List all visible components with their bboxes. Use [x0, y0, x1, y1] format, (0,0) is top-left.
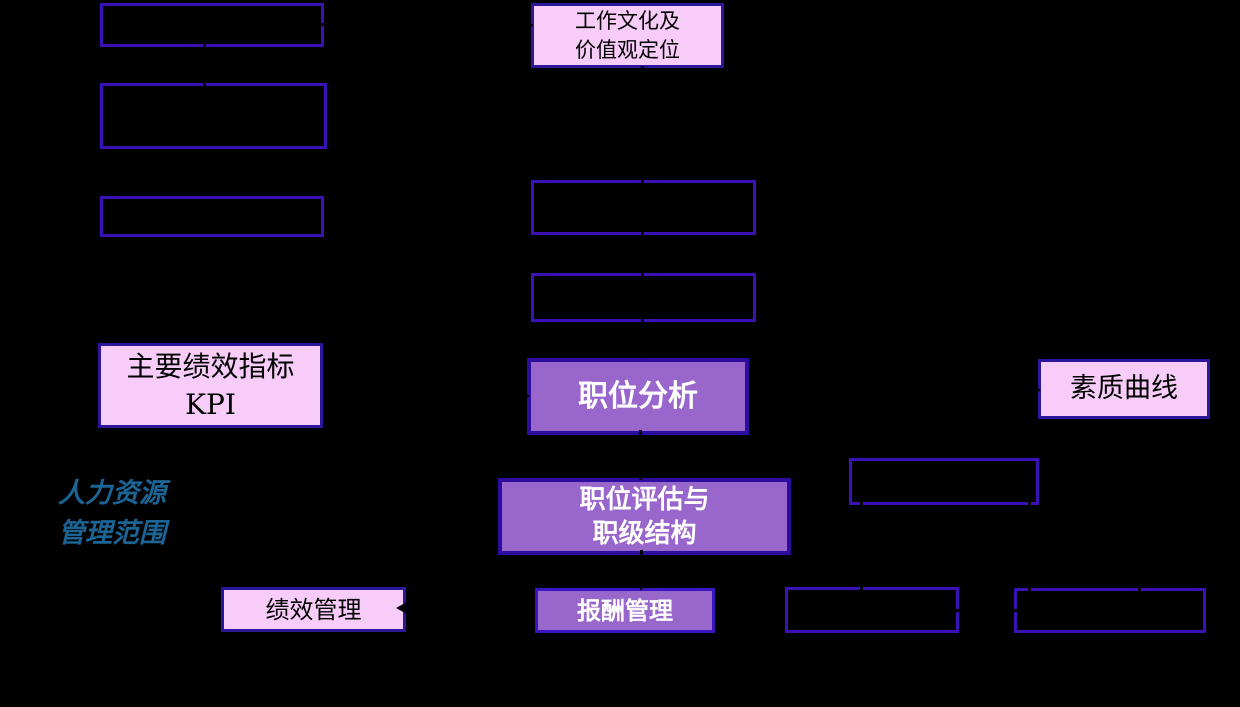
arrowhead-icon [396, 602, 407, 614]
empty-box-top-left-2 [100, 83, 327, 149]
node-job-analysis: 职位分析 [527, 358, 749, 435]
node-quality-curve: 素质曲线 [1038, 359, 1210, 419]
empty-box-left-3 [100, 196, 324, 237]
node-label: 职位分析 [578, 378, 698, 414]
arrowhead-icon [1030, 384, 1041, 396]
hr-scope-line: 人力资源 [58, 478, 166, 509]
node-compensation-management: 报酬管理 [535, 588, 715, 633]
hr-scope-label: 人力资源 管理范围 [58, 474, 258, 554]
node-label-line: 职位评估与 [579, 484, 710, 515]
node-label-line: 主要绩效指标 [126, 349, 295, 383]
node-label: 报酬管理 [577, 595, 673, 625]
arrowhead-icon [635, 580, 647, 591]
node-label-line: KPI [185, 387, 236, 421]
arrowhead-icon [523, 19, 534, 31]
connector-line [325, 393, 518, 396]
connector-line [318, 23, 522, 26]
empty-box-bottom-1 [785, 587, 959, 633]
arrowhead-icon [636, 348, 648, 359]
arrowhead-icon [519, 390, 530, 402]
empty-box-right-1 [849, 458, 1039, 505]
connector-line [950, 609, 1024, 612]
node-label: 绩效管理 [265, 595, 362, 624]
connector-line [640, 550, 643, 582]
node-label: 素质曲线 [1070, 373, 1178, 404]
node-work-culture-values: 工作文化及 价值观定位 [531, 3, 724, 68]
node-label-line: 工作文化及 [575, 8, 680, 33]
connector-line [641, 66, 644, 350]
empty-box-bottom-2 [1014, 588, 1206, 633]
hr-scope-line: 管理范围 [58, 518, 166, 549]
connector-line [639, 430, 642, 480]
connector-line [203, 40, 206, 92]
connector-line [400, 607, 420, 610]
node-performance-management: 绩效管理 [221, 587, 406, 632]
connector-line [1028, 500, 1031, 592]
node-job-evaluation-grade: 职位评估与 职级结构 [498, 478, 791, 555]
node-label-line: 价值观定位 [575, 37, 680, 62]
empty-box-top-left-1 [100, 3, 324, 47]
connector-line [860, 500, 863, 590]
connector-line [1002, 388, 1030, 391]
node-kpi: 主要绩效指标 KPI [98, 343, 323, 428]
connector-line [1138, 450, 1141, 592]
node-label-line: 职级结构 [592, 518, 697, 549]
